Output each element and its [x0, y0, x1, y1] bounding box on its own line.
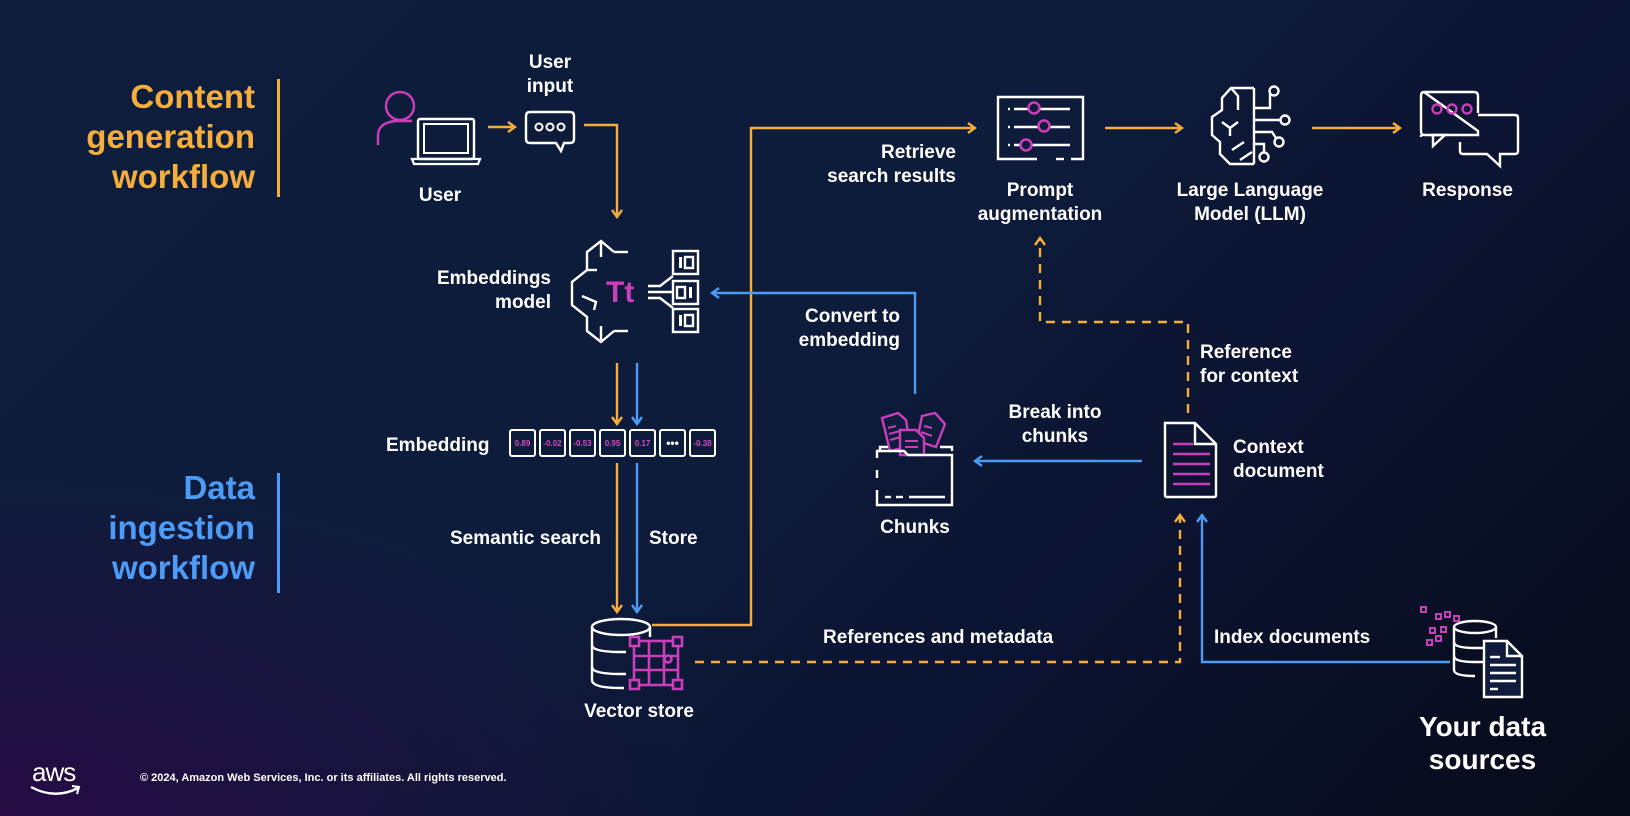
- node-label-response: Response: [1422, 180, 1513, 201]
- embedding-value: 0.17: [629, 429, 656, 457]
- edge-references-and-metadata: [695, 515, 1180, 664]
- node-label-prompt-augmentation: Prompt augmentation: [977, 180, 1103, 225]
- embedding-value: -0.02: [539, 429, 566, 457]
- section-title-content-generation: Content generation workflow: [86, 78, 255, 195]
- embedding-ellipsis: •••: [659, 429, 686, 457]
- aws-logo: aws: [32, 757, 76, 787]
- embedding-value: -0.53: [569, 429, 596, 457]
- embeddings-model-glyph: Tt: [606, 276, 634, 309]
- copyright-text: © 2024, Amazon Web Services, Inc. or its…: [140, 772, 507, 784]
- section-divider-content: [277, 79, 280, 197]
- edge-label-references-and-metadata: References and metadata: [823, 627, 1054, 648]
- edge-label-retrieve-search-results: Retrieve search results: [827, 142, 956, 187]
- document-icon: [1163, 421, 1218, 499]
- edge-label-break-into-chunks: Break into chunks: [1008, 402, 1102, 447]
- node-label-llm: Large Language Model (LLM): [1176, 180, 1324, 225]
- node-label-context-document: Context document: [1233, 437, 1324, 482]
- node-label-embedding: Embedding: [386, 435, 490, 456]
- edge-label-convert-to-embedding: Convert to embedding: [798, 306, 900, 351]
- brain-circuit-icon: [1210, 85, 1291, 166]
- node-label-chunks: Chunks: [880, 517, 950, 538]
- sliders-icon: [996, 95, 1085, 161]
- edge-label-store: Store: [649, 528, 698, 549]
- node-label-embeddings-model: Embeddings model: [436, 268, 551, 313]
- node-label-user-input: User input: [526, 52, 574, 97]
- embeddings-model-icon: [570, 239, 700, 344]
- chat-bubble-icon: [524, 110, 576, 154]
- node-label-user: User: [418, 185, 462, 206]
- section-title-data-ingestion: Data ingestion workflow: [108, 469, 255, 586]
- embedding-value: -0.38: [689, 429, 716, 457]
- edge-retrieve-search-results: [652, 128, 975, 627]
- binary-glyphs: [675, 255, 695, 328]
- user-laptop-icon: [376, 90, 482, 166]
- node-label-data-sources: Your data sources: [1418, 711, 1547, 775]
- chat-bubbles-icon: [1419, 90, 1520, 169]
- edge-label-reference-for-context: Reference for context: [1200, 342, 1299, 387]
- edge-label-index-documents: Index documents: [1214, 627, 1371, 648]
- embedding-value: 0.89: [509, 429, 536, 457]
- folder-documents-icon: [875, 411, 954, 507]
- embedding-value: 0.95: [599, 429, 626, 457]
- aws-smile-icon: [30, 785, 81, 795]
- edge-index-documents: [1202, 515, 1450, 664]
- section-divider-data: [277, 473, 280, 593]
- edge-reference-for-context: [1040, 238, 1190, 413]
- edge-user-input-to-embeddings-model: [584, 123, 617, 217]
- database-document-icon: [1420, 606, 1524, 699]
- node-label-vector-store: Vector store: [584, 701, 694, 722]
- vector-database-icon: [590, 617, 684, 691]
- edge-label-semantic-search: Semantic search: [450, 528, 602, 549]
- edge-convert-to-embedding: [712, 293, 917, 394]
